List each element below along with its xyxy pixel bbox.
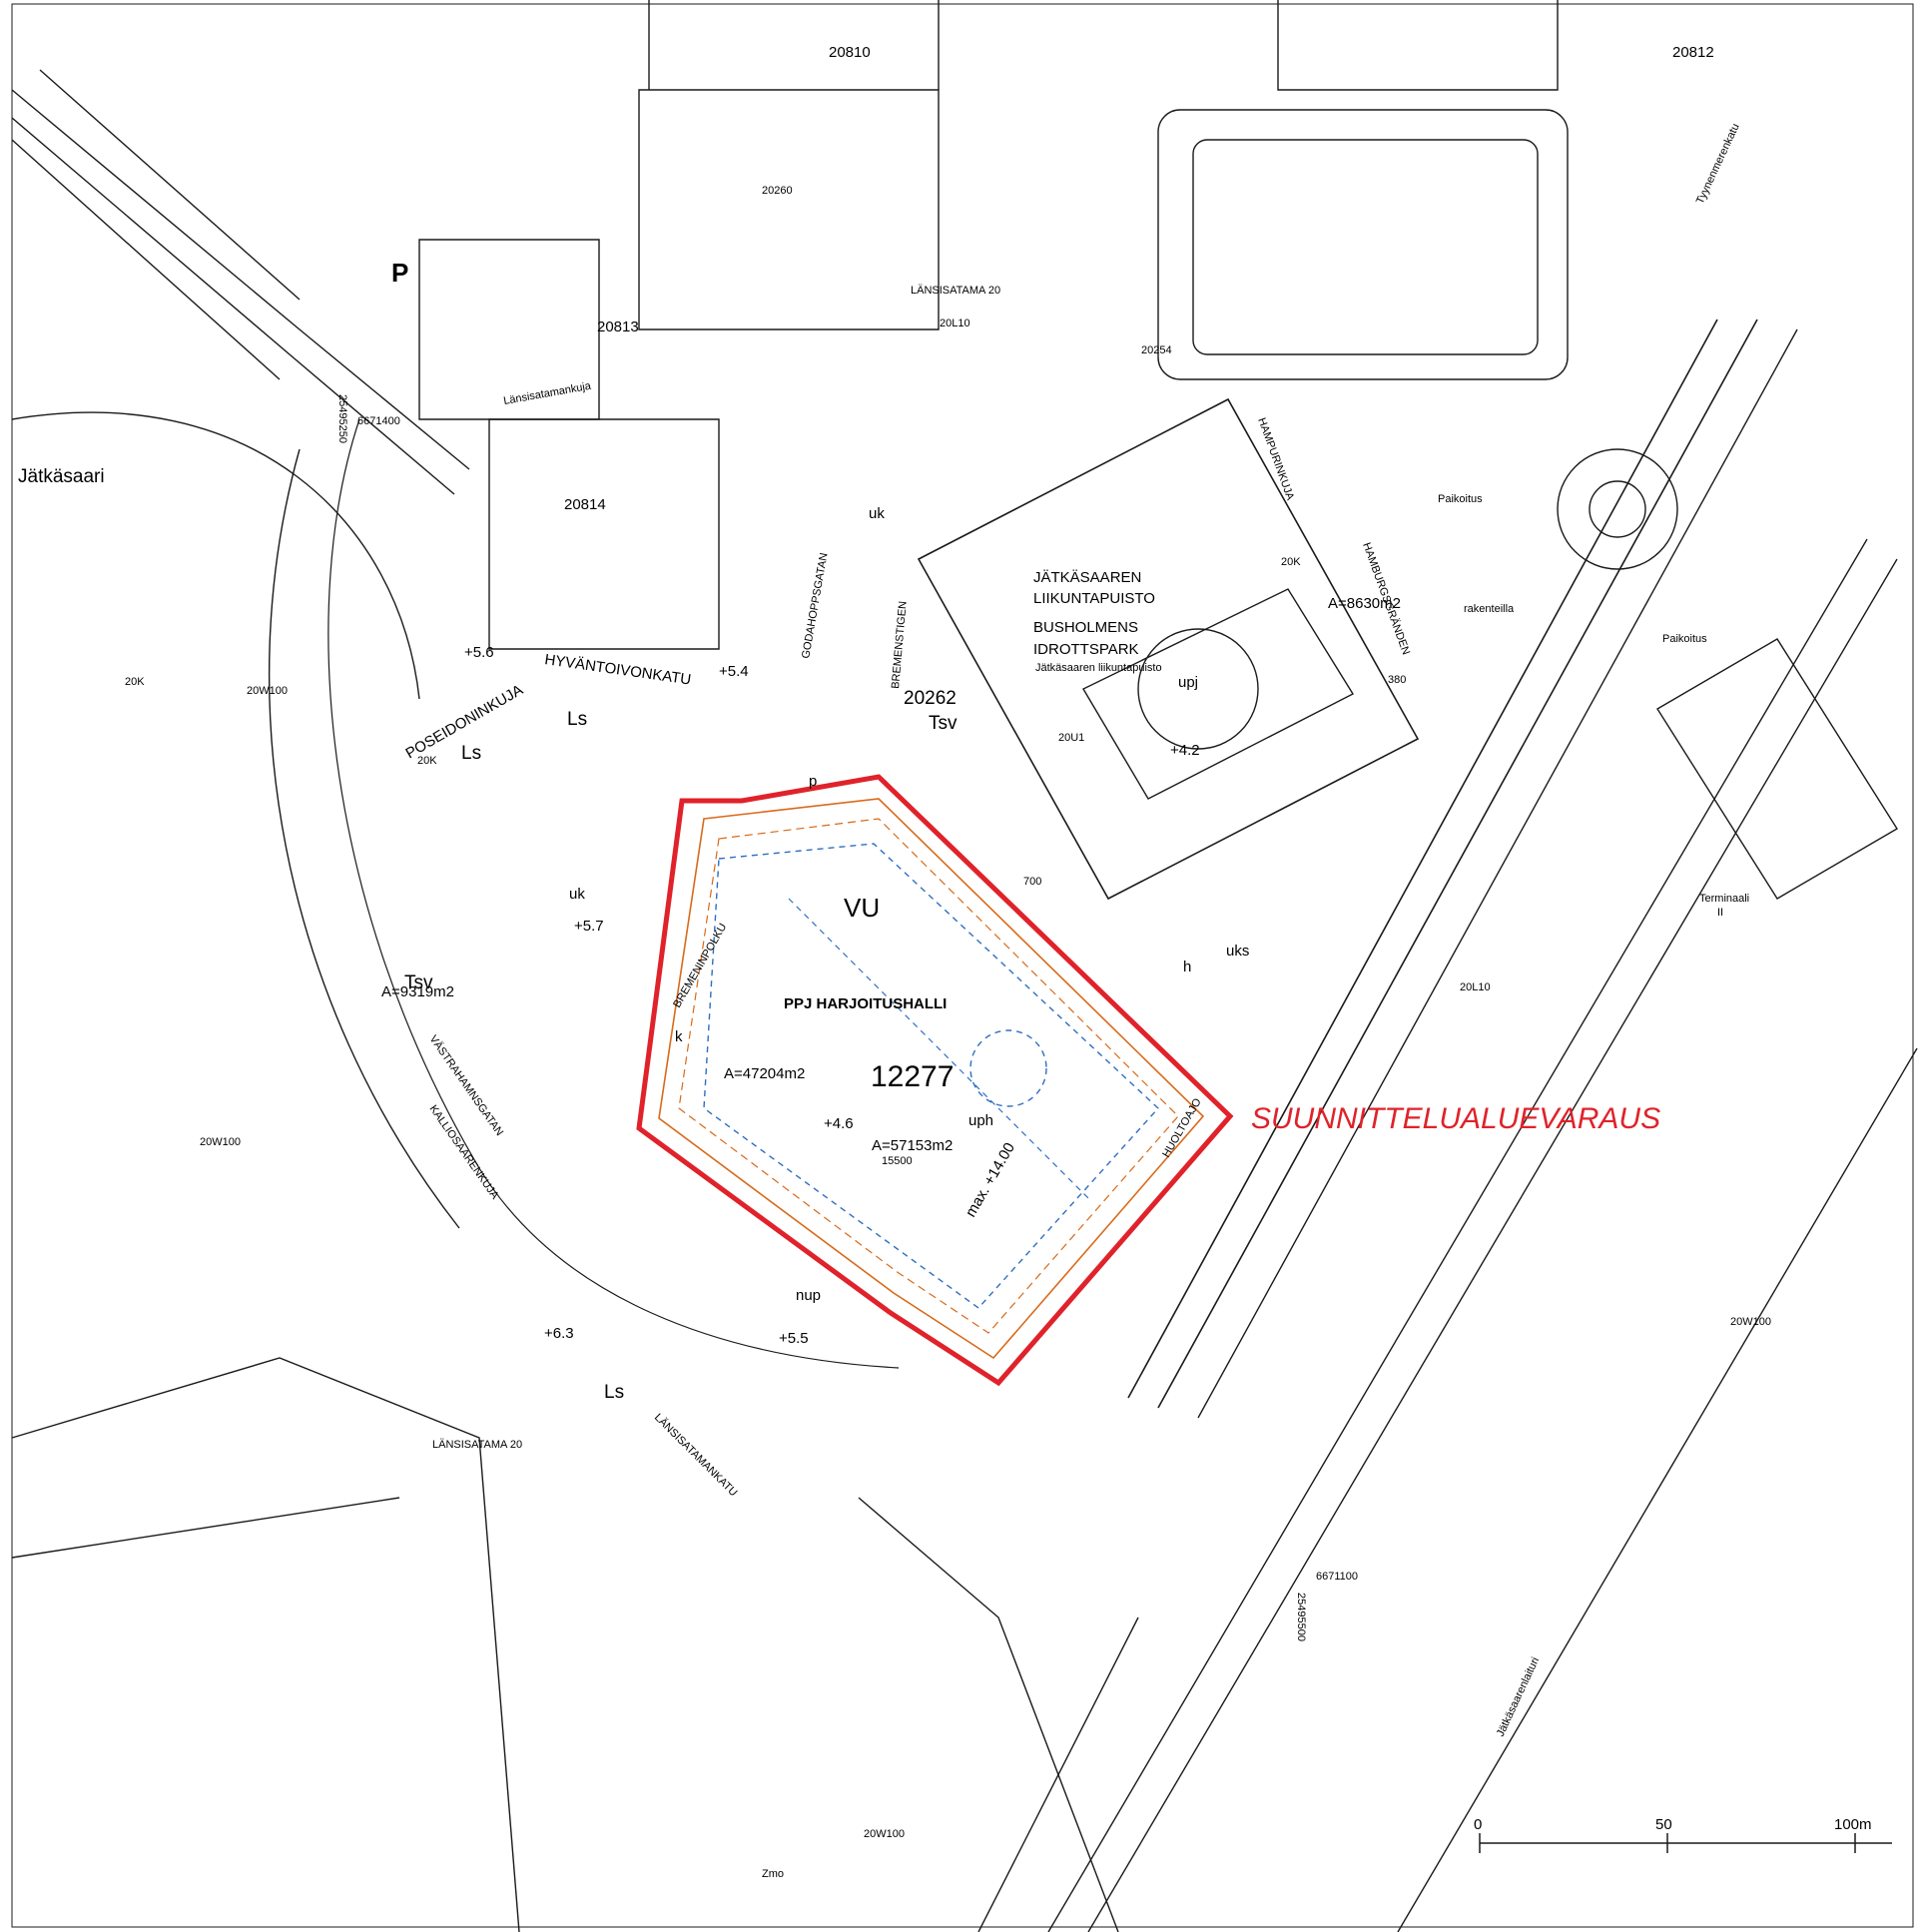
zone-ls-3: Ls bbox=[604, 1382, 624, 1403]
park-name-fi-2: LIIKUNTAPUISTO bbox=[1033, 590, 1155, 607]
zone-ls-2: Ls bbox=[461, 743, 481, 764]
park-area: A=8630m2 bbox=[1328, 595, 1401, 612]
plan-k: k bbox=[675, 1028, 683, 1045]
code-20l10-2: 20L10 bbox=[1460, 981, 1491, 993]
terminal-label: Terminaali bbox=[1699, 893, 1749, 905]
elev-2: +5.4 bbox=[719, 663, 749, 680]
planning-area-boundary bbox=[636, 774, 1234, 1387]
paikoitus-label-2: Paikoitus bbox=[1662, 633, 1707, 645]
park-name-fi-1: JÄTKÄSAAREN bbox=[1033, 569, 1141, 586]
elev-1: +5.6 bbox=[464, 644, 494, 661]
harbour-label-north: LÄNSISATAMA 20 bbox=[911, 285, 1000, 297]
area-name: Jätkäsaari bbox=[18, 466, 105, 487]
street-bremeninpolku: BREMENINPOLKU bbox=[671, 922, 729, 1010]
elev-3: +5.7 bbox=[574, 918, 604, 935]
zone-upj: upj bbox=[1178, 674, 1198, 691]
block-20810: 20810 bbox=[829, 44, 871, 61]
street-tyynenmerenkatu: Tyynenmerenkatu bbox=[1694, 122, 1742, 206]
block-20814: 20814 bbox=[564, 496, 606, 513]
zone-tsv-2: Tsv bbox=[404, 972, 433, 993]
street-hyvantoivonkatu: HYVÄNTOIVONKATU bbox=[543, 651, 692, 688]
park-name-sv-1: BUSHOLMENS bbox=[1033, 619, 1138, 636]
map-labels: Jätkäsaari 20810 20812 20813 20814 20262… bbox=[18, 44, 1771, 1880]
park-name-sv-2: IDROTTSPARK bbox=[1033, 641, 1139, 658]
code-20k-2: 20K bbox=[1281, 556, 1301, 568]
park-name-small: Jätkäsaaren liikuntapuisto bbox=[1035, 662, 1162, 674]
block-20260: 20260 bbox=[762, 185, 793, 197]
base-map-lines bbox=[11, 0, 1918, 1932]
zone-h: h bbox=[1183, 959, 1191, 975]
building-name: PPJ HARJOITUSHALLI bbox=[784, 995, 947, 1012]
scale-tick-50: 50 bbox=[1655, 1816, 1672, 1833]
scale-tick-100: 100m bbox=[1834, 1816, 1872, 1833]
terminal-number: II bbox=[1717, 907, 1723, 919]
block-20254: 20254 bbox=[1141, 344, 1172, 356]
code-20k-3: 20K bbox=[417, 755, 437, 767]
street-lansisatamankatu: LÄNSISATAMANKATU bbox=[652, 1412, 740, 1500]
coord-east-a: 25495250 bbox=[336, 394, 348, 443]
street-lansisatamankuja: Länsisatamankuja bbox=[502, 380, 592, 407]
harbour-label-south: LÄNSISATAMA 20 bbox=[432, 1439, 522, 1451]
block-20262: 20262 bbox=[904, 688, 957, 709]
zone-tsv-area: A=9319m2 bbox=[381, 983, 454, 1000]
code-20k-1: 20K bbox=[125, 676, 145, 688]
zone-tsv-1: Tsv bbox=[929, 713, 958, 734]
plan-area-b: A=57153m2 bbox=[872, 1137, 953, 1154]
zone-uks: uks bbox=[1226, 943, 1249, 960]
elev-5: +5.5 bbox=[779, 1330, 809, 1347]
zone-nup: nup bbox=[796, 1287, 821, 1304]
code-20w100-2: 20W100 bbox=[200, 1136, 241, 1148]
plan-height: max. +14.00 bbox=[962, 1140, 1018, 1220]
zone-uk-2: uk bbox=[869, 505, 885, 522]
scale-bar: 0 50 100m bbox=[1474, 1816, 1892, 1853]
parking-symbol: P bbox=[391, 258, 408, 288]
scale-tick-0: 0 bbox=[1474, 1816, 1482, 1833]
code-380: 380 bbox=[1388, 674, 1406, 686]
plan-floor-area: 15500 bbox=[882, 1155, 913, 1167]
coord-north-b: 6671100 bbox=[1316, 1571, 1358, 1583]
zone-p: p bbox=[809, 773, 817, 790]
plan-area-a: A=47204m2 bbox=[724, 1065, 805, 1082]
rakenteilla-label: rakenteilla bbox=[1464, 603, 1515, 615]
plan-uph: uph bbox=[968, 1112, 993, 1129]
zone-ls-1: Ls bbox=[567, 709, 587, 730]
block-20812: 20812 bbox=[1672, 44, 1714, 61]
code-20w100-1: 20W100 bbox=[247, 685, 288, 697]
zone-vu: VU bbox=[844, 893, 880, 923]
elev-park: +4.2 bbox=[1170, 742, 1200, 759]
coord-north-a: 6671400 bbox=[357, 415, 400, 427]
zmo-label: Zmo bbox=[762, 1868, 784, 1880]
elev-6: +6.3 bbox=[544, 1325, 574, 1342]
coord-east-b: 25495500 bbox=[1295, 1593, 1307, 1641]
code-20l10-1: 20L10 bbox=[940, 318, 970, 329]
code-20w100-3: 20W100 bbox=[1730, 1316, 1771, 1328]
reservation-label: SUUNNITTELUALUEVARAUS bbox=[1251, 1102, 1660, 1135]
paikoitus-label: Paikoitus bbox=[1438, 493, 1483, 505]
zone-uk-1: uk bbox=[569, 886, 585, 903]
plan-block-number: 12277 bbox=[871, 1060, 954, 1093]
code-700: 700 bbox=[1023, 876, 1041, 888]
street-godahoppsgatan: GODAHOPPSGATAN bbox=[800, 552, 830, 660]
plan-elevation: +4.6 bbox=[824, 1115, 854, 1132]
code-20u1: 20U1 bbox=[1058, 732, 1084, 744]
code-20w100-4: 20W100 bbox=[864, 1828, 905, 1840]
block-20813: 20813 bbox=[597, 319, 639, 335]
street-bremenstigen: BREMENSTIGEN bbox=[890, 600, 910, 689]
